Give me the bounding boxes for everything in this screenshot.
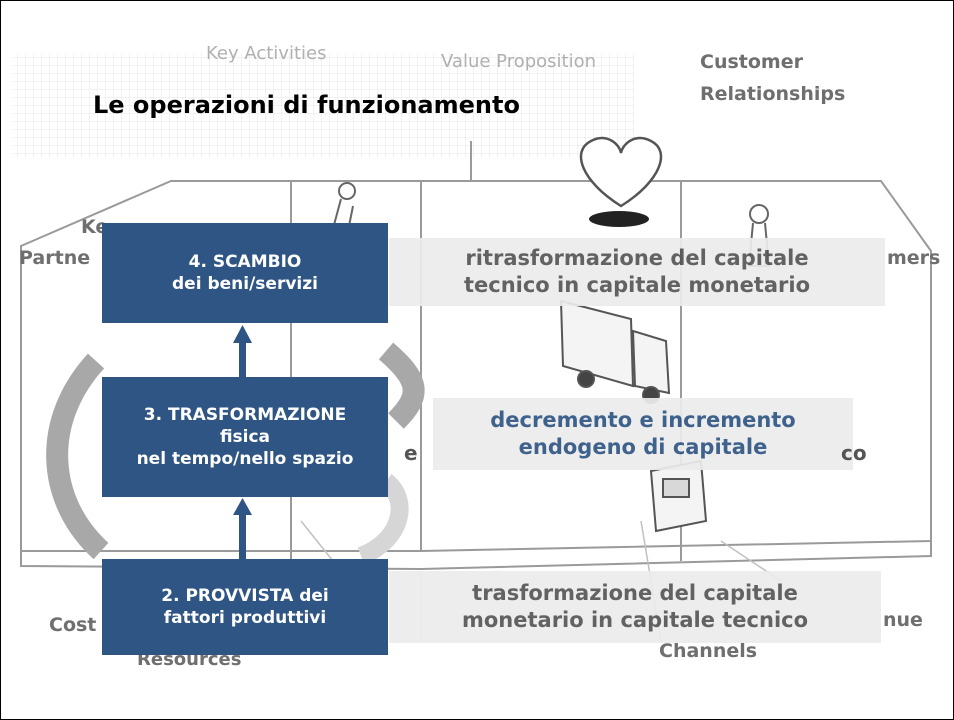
scambio-description: ritrasformazione del capitale tecnico in… (389, 238, 885, 306)
step-trasformazione-line1: 3. TRASFORMAZIONE (143, 404, 347, 425)
title-grid-band (13, 53, 635, 157)
fragment-right: co (841, 441, 867, 465)
customer-relationships-label-2: Relationships (700, 83, 846, 105)
machine-icon (649, 459, 708, 533)
trasformazione-description-line2: endogeno di capitale (518, 435, 768, 459)
step-scambio-line2: dei beni/servizi (172, 274, 318, 294)
trasformazione-description-line1: decremento e incremento (490, 407, 796, 432)
step-provvista-line2: fattori produttivi (163, 608, 327, 628)
step-trasformazione-line3: nel tempo/nello spazio (136, 449, 354, 470)
trasformazione-description: decremento e incremento endogeno di capi… (433, 398, 853, 470)
customer-relationships-label-1: Customer (700, 51, 803, 73)
step-provvista: 2. PROVVISTA dei fattori produttivi (102, 559, 388, 655)
step-scambio-line1: 4. SCAMBIO (188, 251, 302, 272)
key-partners-label-1: Ke (81, 216, 109, 238)
provvista-description: trasformazione del capitale monetario in… (389, 571, 881, 643)
key-partners-label-2: Partne (19, 247, 91, 269)
step-trasformazione-line2: fisica (219, 426, 271, 447)
value-proposition-label: Value Proposition (441, 51, 597, 72)
truck-icon (559, 299, 671, 404)
scambio-description-line2: tecnico in capitale monetario (463, 273, 811, 297)
key-activities-label: Key Activities (206, 43, 327, 64)
step-provvista-line1: 2. PROVVISTA dei (161, 585, 329, 606)
revenue-label: nue (883, 609, 923, 631)
provvista-description-line1: trasformazione del capitale (472, 580, 798, 605)
step-trasformazione: 3. TRASFORMAZIONE fisica nel tempo/nello… (102, 377, 388, 497)
channels-label: Channels (659, 640, 758, 662)
heart-icon (579, 136, 663, 208)
slide-title: Le operazioni di funzionamento (93, 91, 520, 119)
cost-label: Cost (49, 614, 97, 636)
provvista-description-line2: monetario in capitale tecnico (461, 608, 809, 632)
customer-segments-label: mers (887, 247, 941, 269)
step-scambio: 4. SCAMBIO dei beni/servizi (102, 223, 388, 323)
scambio-description-line1: ritrasformazione del capitale (465, 245, 809, 270)
fragment-left: e (404, 441, 418, 465)
